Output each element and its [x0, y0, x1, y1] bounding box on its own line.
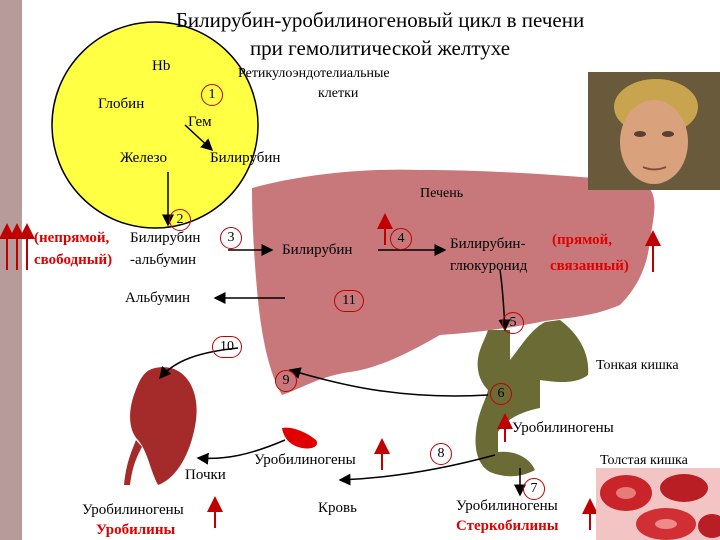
ureter-shape [124, 440, 142, 485]
label-tonkaya: Тонкая кишка [596, 358, 679, 373]
label-sterkobiliny: Стеркобилины [456, 518, 559, 534]
step-9: 9 [275, 370, 297, 392]
side-stripe [0, 0, 22, 540]
label-pochki: Почки [185, 467, 226, 483]
patient-photo [588, 72, 720, 190]
step-5: 5 [502, 312, 524, 334]
step-3: 3 [220, 227, 242, 249]
arrow-gem-to-bilirubin [184, 124, 214, 152]
step-10: 10 [212, 336, 242, 358]
step-2: 2 [169, 209, 191, 231]
label-hb: Hb [152, 58, 171, 74]
label-bilirubin-liver: Билирубин [282, 242, 353, 258]
label-urob-blood: Уробилиногены [254, 452, 356, 468]
label-zhelezo: Железо [120, 150, 167, 166]
label-urobiliny: Уробилины [96, 522, 176, 538]
label-svyazanny: связанный) [550, 258, 629, 274]
label-gem: Гем [188, 114, 212, 130]
title-line-2: при гемолитической желтухе [249, 36, 511, 60]
label-svobodny: свободный) [34, 252, 113, 268]
label-kletki: клетки [318, 86, 359, 101]
arrow-gut-to-liver [288, 367, 489, 397]
label-bili-glucur-2: глюкуронид [450, 258, 528, 274]
step-8: 8 [430, 443, 452, 465]
reticuloendothelial-cell [51, 21, 259, 229]
label-pechen: Печень [420, 186, 464, 201]
step-4: 4 [390, 228, 412, 250]
step-1: 1 [201, 84, 223, 106]
label-tolstaya: Толстая кишка [600, 453, 688, 468]
arrow-blood-to-kidney [196, 439, 286, 465]
title-line-1: Билирубин-уробилиногеновый цикл в печени [175, 8, 585, 32]
liver-shape [252, 169, 655, 395]
label-krov: Кровь [318, 500, 357, 516]
label-bilirubin-cell: Билирубин [210, 150, 281, 166]
red-blood-cells-image [596, 468, 720, 540]
step-6: 6 [490, 383, 512, 405]
step-11: 11 [334, 290, 364, 312]
label-bili-glucur-1: Билирубин- [450, 236, 526, 252]
label-urob-kidney: Уробилиногены [82, 502, 184, 518]
label-globin: Глобин [98, 96, 145, 112]
label-urob-gut: Уробилиногены [512, 420, 614, 436]
label-neprjamoy: (непрямой, [34, 230, 110, 246]
arrow-gut-to-blood [338, 454, 496, 486]
blood-cell-shape [282, 427, 318, 449]
label-reticulo: Ретикулоэндотелиальные [238, 66, 390, 81]
label-prjamoy: (прямой, [552, 232, 613, 248]
kidney-shape [130, 367, 197, 485]
label-bilirubin-left: Билирубин [130, 230, 201, 246]
step-7: 7 [523, 478, 545, 500]
label-urob-feces: Уробилиногены [456, 498, 558, 514]
label-albumin: Альбумин [125, 290, 191, 306]
label-albumin-complex: -альбумин [130, 252, 197, 268]
arrow-to-kidney [159, 347, 239, 380]
intestine-shape [475, 320, 589, 477]
